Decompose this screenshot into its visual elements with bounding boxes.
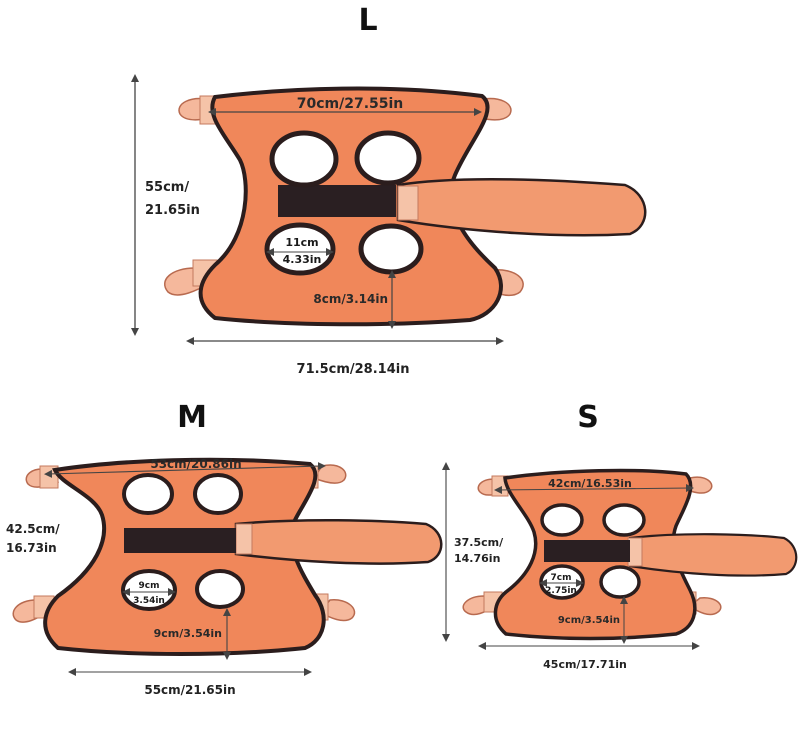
medium-height-label-1: 42.5cm/: [6, 522, 60, 536]
small-strap: [628, 533, 798, 577]
small-gap-label: 9cm/3.54in: [558, 615, 620, 626]
medium-hole-tl: [122, 473, 174, 515]
medium-strap: [234, 518, 443, 565]
size-label-small: S: [577, 400, 599, 435]
large-velcro-patch: [278, 185, 396, 217]
large-top-width-label: 70cm/27.55in: [297, 96, 404, 112]
medium-hole-tr: [193, 473, 243, 515]
medium-top-width-label: 53cm/20.86in: [150, 457, 241, 471]
small-hole-label-2: 2.75in: [545, 586, 577, 596]
small-strap-joint: [627, 537, 643, 567]
small-height-label-2: 14.76in: [454, 552, 500, 565]
large-hole-tr: [354, 130, 422, 186]
large-gap-label: 8cm/3.14in: [313, 292, 388, 306]
size-label-large: L: [358, 3, 377, 38]
large-strap: [396, 177, 647, 237]
large-total-width-label: 71.5cm/28.14in: [297, 362, 410, 377]
small-vest-group: S 37.5cm/ 14.76in 42cm/16.53in 7cm 2.75i…: [442, 400, 798, 671]
small-total-width-label: 45cm/17.71in: [543, 658, 627, 671]
medium-hole-label-2: 3.54in: [133, 596, 165, 606]
medium-hole-label-1: 9cm: [139, 581, 160, 591]
medium-velcro-patch: [124, 528, 236, 553]
small-top-width-arrow: [494, 484, 694, 494]
medium-height-label-2: 16.73in: [6, 541, 57, 555]
small-top-width-label: 42cm/16.53in: [548, 477, 632, 490]
large-height-label-2: 21.65in: [145, 203, 200, 218]
size-label-medium: M: [177, 400, 207, 435]
small-height-label-1: 37.5cm/: [454, 536, 504, 549]
small-hole-br: [599, 565, 641, 599]
large-strap-joint: [397, 185, 419, 221]
small-hole-label-1: 7cm: [551, 573, 572, 583]
large-vest-group: L 55cm/ 21.65in 70cm/27.55in 11cm 4.33in: [131, 3, 647, 377]
large-hole-label-1: 11cm: [285, 236, 318, 249]
large-hole-label-2: 4.33in: [283, 253, 322, 266]
small-hole-tl: [540, 503, 584, 537]
large-height-label-1: 55cm/: [145, 180, 189, 195]
medium-gap-label: 9cm/3.54in: [154, 627, 222, 640]
medium-corner-loop-tr: [312, 464, 347, 484]
small-velcro-patch: [544, 540, 630, 562]
large-hole-tl: [269, 130, 339, 188]
large-hole-br: [358, 223, 424, 275]
medium-hole-br: [195, 569, 245, 609]
medium-top-width-arrow: [44, 462, 326, 478]
medium-strap-joint: [235, 523, 253, 555]
medium-total-width-label: 55cm/21.65in: [144, 683, 235, 697]
medium-vest-group: M 42.5cm/ 16.73in 53cm/20.86in 9cm 3.54i…: [6, 400, 443, 697]
small-hole-tr: [602, 503, 646, 537]
